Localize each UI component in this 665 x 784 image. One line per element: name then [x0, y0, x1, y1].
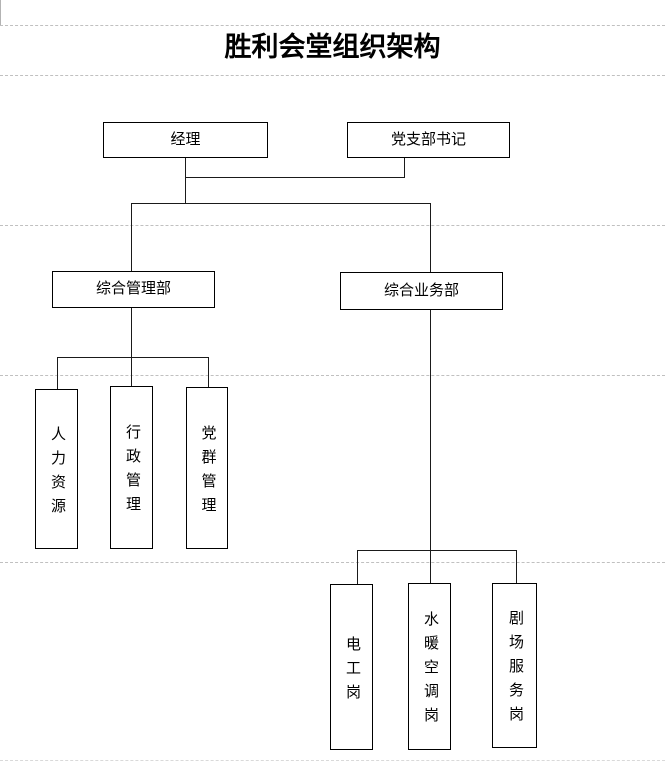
- page-break-line: [0, 562, 665, 563]
- connector-line: [57, 357, 209, 358]
- node-admin-management: 行政管理: [110, 386, 153, 549]
- node-party-mass-management: 党群管理: [186, 387, 228, 549]
- node-label: 经理: [170, 131, 201, 148]
- node-label: 党群管理: [199, 424, 216, 521]
- connector-line: [516, 550, 517, 583]
- connector-line: [430, 310, 431, 550]
- connector-line: [357, 550, 358, 584]
- node-theater-service-post: 剧场服务岗: [492, 583, 537, 748]
- connector-line: [185, 177, 186, 203]
- node-party-secretary: 党支部书记: [347, 122, 510, 158]
- connector-line: [185, 177, 405, 178]
- connector-line: [57, 357, 58, 389]
- node-label: 水暖空调岗: [422, 611, 438, 731]
- page-break-line: [0, 375, 665, 376]
- connector-line: [430, 550, 431, 583]
- node-hvac-post: 水暖空调岗: [408, 583, 451, 750]
- node-label: 综合业务部: [383, 282, 459, 299]
- connector-line: [131, 308, 132, 357]
- page-break-line: [0, 25, 665, 26]
- node-electrician-post: 电工岗: [330, 584, 373, 750]
- connector-line: [131, 357, 132, 386]
- node-manager: 经理: [103, 122, 268, 158]
- page-break-line: [0, 760, 665, 761]
- left-edge-line: [0, 0, 1, 25]
- node-label: 综合管理部: [95, 281, 171, 297]
- connector-line: [185, 158, 186, 178]
- node-label: 人力资源: [49, 425, 65, 522]
- node-label: 党支部书记: [390, 131, 466, 148]
- connector-line: [208, 357, 209, 387]
- connector-line: [131, 203, 431, 204]
- connector-line: [430, 203, 431, 272]
- node-label: 电工岗: [344, 635, 360, 708]
- node-general-management-dept: 综合管理部: [52, 271, 215, 308]
- node-general-business-dept: 综合业务部: [340, 272, 503, 310]
- node-hr: 人力资源: [35, 389, 78, 549]
- connector-line: [357, 550, 517, 551]
- connector-line: [131, 203, 132, 271]
- node-label: 行政管理: [124, 424, 140, 520]
- node-label: 剧场服务岗: [507, 610, 523, 730]
- connector-line: [404, 158, 405, 178]
- page-break-line: [0, 225, 665, 226]
- page-title: 胜利会堂组织架构: [224, 32, 441, 62]
- page-break-line: [0, 75, 665, 76]
